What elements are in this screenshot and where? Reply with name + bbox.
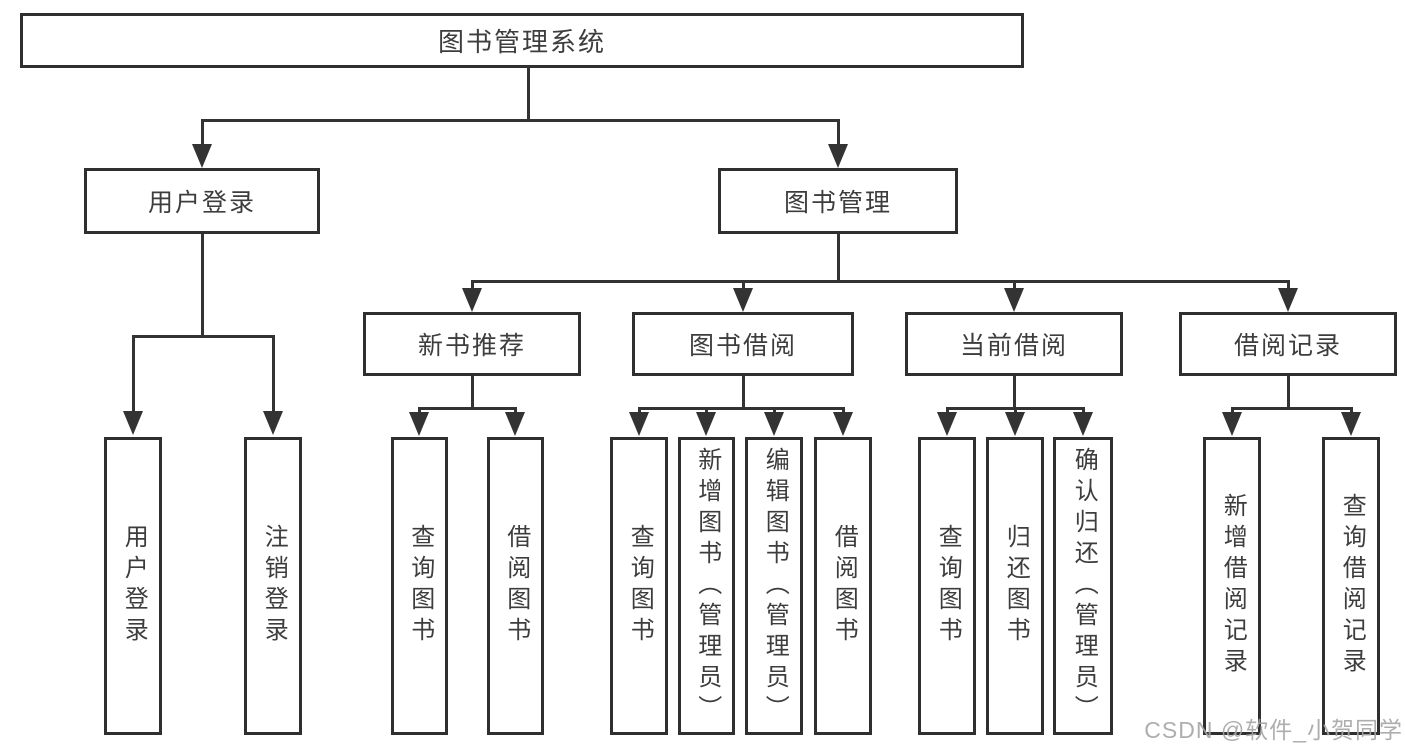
leaf-query-books-1: 查询图书 (391, 437, 448, 735)
node-label: 新书推荐 (417, 332, 526, 360)
node-label: 借阅记录 (1233, 332, 1342, 360)
leaf-confirm-return-admin: 确认归还（管理员） (1053, 437, 1113, 735)
node-label: 图书管理 (783, 189, 892, 217)
leaf-label: 确认归还（管理员） (1070, 446, 1098, 726)
node-label: 用户登录 (147, 189, 256, 217)
arrow-down-icon (696, 412, 716, 436)
connector-line (201, 234, 204, 337)
leaf-logout: 注销登录 (244, 437, 302, 735)
connector-line (1231, 407, 1234, 416)
arrow-down-icon (505, 412, 525, 436)
arrow-down-icon (1073, 412, 1093, 436)
leaf-label: 查询借阅记录 (1338, 493, 1366, 679)
leaf-label: 新增图书（管理员） (693, 446, 721, 726)
leaf-query-borrow-record: 查询借阅记录 (1322, 437, 1380, 735)
node-label: 图书借阅 (688, 332, 797, 360)
connector-line (1287, 280, 1290, 292)
arrow-down-icon (1341, 412, 1361, 436)
arrow-down-icon (1005, 412, 1025, 436)
connector-line (842, 407, 845, 416)
node-book-borrowing: 图书借阅 (632, 312, 854, 376)
connector-line (418, 407, 421, 416)
connector-line (705, 407, 708, 416)
node-current-borrowing: 当前借阅 (905, 312, 1123, 376)
connector-line (742, 376, 745, 409)
leaf-borrow-books-1: 借阅图书 (487, 437, 544, 735)
connector-line (773, 407, 776, 416)
connector-line (1350, 407, 1353, 416)
connector-line (1082, 407, 1085, 416)
arrow-down-icon (462, 288, 482, 312)
leaf-add-borrow-record: 新增借阅记录 (1203, 437, 1261, 735)
node-root-library-system: 图书管理系统 (20, 13, 1024, 68)
arrow-down-icon (833, 412, 853, 436)
connector-line (638, 407, 845, 410)
leaf-query-books-2: 查询图书 (610, 437, 668, 735)
arrow-down-icon (937, 412, 957, 436)
csdn-watermark: CSDN @软件_小贺同学 (1144, 717, 1403, 743)
connector-line (946, 407, 949, 416)
arrow-down-icon (263, 411, 283, 435)
node-new-book-recommend: 新书推荐 (363, 312, 581, 376)
connector-line (418, 407, 517, 410)
leaf-query-books-3: 查询图书 (918, 437, 976, 735)
arrow-down-icon (123, 411, 143, 435)
connector-line (1014, 407, 1017, 416)
leaf-label: 新增借阅记录 (1219, 493, 1247, 679)
connector-line (201, 119, 204, 148)
connector-line (1287, 376, 1290, 409)
leaf-user-login: 用户登录 (104, 437, 162, 735)
node-borrowing-records: 借阅记录 (1179, 312, 1397, 376)
arrow-down-icon (1222, 412, 1242, 436)
connector-line (132, 335, 135, 415)
leaf-label: 借阅图书 (502, 524, 530, 648)
arrow-down-icon (828, 144, 848, 168)
leaf-label: 借阅图书 (830, 524, 858, 648)
arrow-down-icon (192, 144, 212, 168)
connector-line (1013, 376, 1016, 409)
connector-line (527, 66, 530, 121)
connector-line (1231, 407, 1353, 410)
node-label: 当前借阅 (959, 332, 1068, 360)
connector-line (837, 119, 840, 148)
arrow-down-icon (629, 412, 649, 436)
connector-line (132, 335, 275, 338)
leaf-return-books: 归还图书 (986, 437, 1044, 735)
connector-line (837, 234, 840, 282)
arrow-down-icon (1278, 288, 1298, 312)
connector-line (272, 335, 275, 415)
arrow-down-icon (764, 412, 784, 436)
node-book-management: 图书管理 (718, 168, 958, 234)
leaf-add-books-admin: 新增图书（管理员） (678, 437, 735, 735)
leaf-label: 编辑图书（管理员） (761, 446, 789, 726)
leaf-label: 归还图书 (1002, 524, 1030, 648)
connector-line (514, 407, 517, 416)
connector-line (1013, 280, 1016, 292)
node-label: 图书管理系统 (437, 27, 606, 57)
connector-line (638, 407, 641, 416)
connector-line (201, 119, 840, 122)
connector-line (471, 376, 474, 409)
arrow-down-icon (1004, 288, 1024, 312)
connector-line (742, 280, 745, 292)
connector-line (471, 280, 1290, 283)
leaf-label: 查询图书 (934, 524, 962, 648)
leaf-label: 查询图书 (406, 524, 434, 648)
connector-line (471, 280, 474, 292)
leaf-edit-books-admin: 编辑图书（管理员） (745, 437, 803, 735)
leaf-borrow-books-2: 借阅图书 (814, 437, 872, 735)
leaf-label: 查询图书 (626, 524, 654, 648)
leaf-label: 注销登录 (260, 524, 288, 648)
leaf-label: 用户登录 (120, 524, 148, 648)
arrow-down-icon (409, 412, 429, 436)
arrow-down-icon (733, 288, 753, 312)
node-user-login: 用户登录 (84, 168, 320, 234)
